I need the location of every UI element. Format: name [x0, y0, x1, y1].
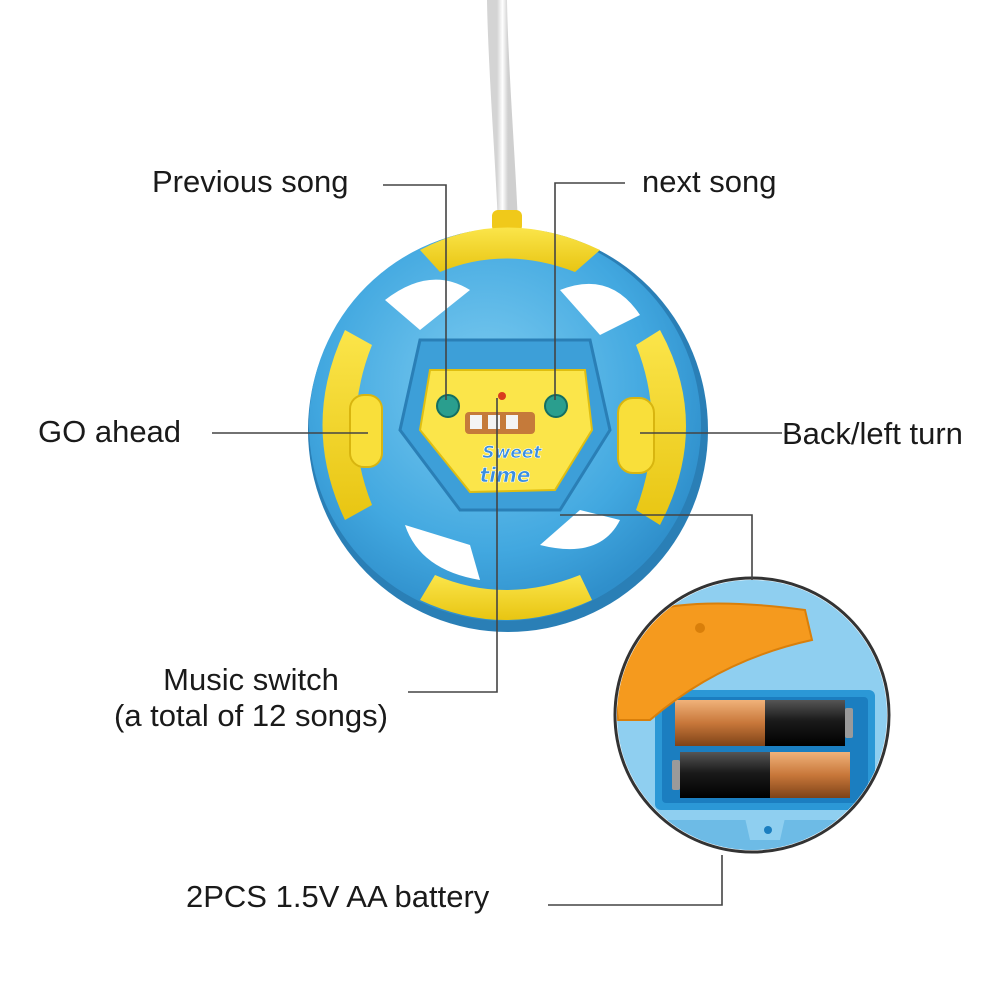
wheel-logo-line2: time	[480, 463, 531, 487]
leader-music-switch	[408, 398, 498, 693]
go-ahead-label: GO ahead	[38, 414, 182, 449]
leader-previous-song	[383, 184, 447, 400]
leader-lines	[212, 182, 782, 906]
back-left-turn-label: Back/left turn	[782, 416, 963, 451]
leader-battery-label	[548, 855, 723, 906]
music-switch-line2: (a total of 12 songs)	[114, 698, 388, 733]
battery-compartment-inset	[613, 576, 891, 854]
power-cord	[487, 0, 522, 235]
leader-next-song	[554, 182, 625, 400]
music-switch-label: Music switch (a total of 12 songs)	[96, 662, 406, 734]
wheel-logo-line1: Sweet	[482, 443, 542, 463]
battery-label: 2PCS 1.5V AA battery	[186, 879, 490, 914]
steering-wheel	[308, 227, 708, 632]
next-song-label: next song	[642, 164, 777, 199]
music-switch-line1: Music switch	[163, 662, 339, 697]
battery-bottom	[672, 752, 850, 798]
battery-top	[675, 700, 853, 746]
previous-song-label: Previous song	[152, 164, 349, 199]
leader-battery	[560, 514, 753, 580]
